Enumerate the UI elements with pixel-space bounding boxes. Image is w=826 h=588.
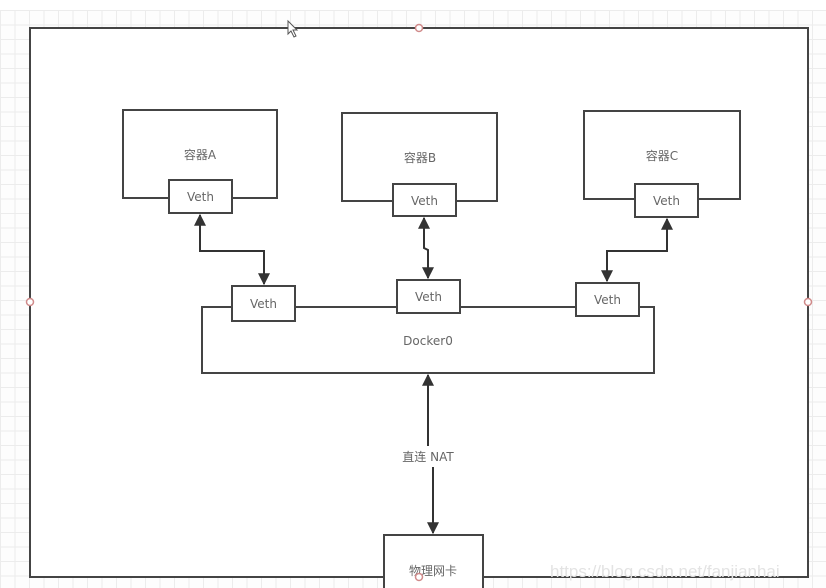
container-c-veth[interactable]	[634, 183, 699, 218]
container-b-veth[interactable]	[392, 183, 457, 217]
nat-label-bg	[390, 447, 466, 465]
container-c-label: 容器C	[646, 148, 678, 163]
physical-nic[interactable]: 物理网卡	[383, 534, 484, 588]
docker0-veth-a[interactable]	[231, 285, 296, 322]
resize-handle-left[interactable]	[25, 297, 35, 307]
container-c-veth-label: Veth	[653, 194, 680, 208]
container-a-veth[interactable]	[168, 179, 233, 214]
docker0-label: Docker0	[403, 334, 453, 348]
container-b-veth-label: Veth	[411, 194, 438, 208]
container-a[interactable]: 容器A Veth	[122, 109, 278, 214]
docker0-veth-b-label: Veth	[415, 290, 442, 304]
docker0-veth-a-label: Veth	[250, 297, 277, 311]
docker0-veth-c-label: Veth	[594, 293, 621, 307]
watermark: https://blog.csdn.net/fanjianhai	[550, 562, 780, 581]
physical-nic-box[interactable]	[383, 534, 484, 588]
container-a-veth-label: Veth	[187, 190, 214, 204]
resize-handle-top[interactable]	[414, 23, 424, 33]
link-b[interactable]	[418, 216, 434, 280]
container-a-label: 容器A	[184, 147, 217, 162]
nat-link-label: 直连 NAT	[402, 449, 454, 464]
link-a[interactable]	[194, 213, 270, 286]
container-c[interactable]: 容器C Veth	[583, 110, 741, 218]
docker0-bridge[interactable]: Docker0 Veth Veth Veth	[201, 279, 655, 374]
docker0-veth-b[interactable]	[396, 279, 461, 314]
container-b-label: 容器B	[404, 150, 436, 165]
docker0-veth-c[interactable]	[575, 282, 640, 317]
container-b[interactable]: 容器B Veth	[341, 112, 498, 217]
resize-handle-right[interactable]	[803, 297, 813, 307]
canvas-top-strip	[0, 0, 826, 10]
mouse-cursor-icon	[287, 19, 299, 38]
resize-handle-bottom[interactable]	[414, 572, 424, 582]
link-c[interactable]	[601, 217, 673, 283]
